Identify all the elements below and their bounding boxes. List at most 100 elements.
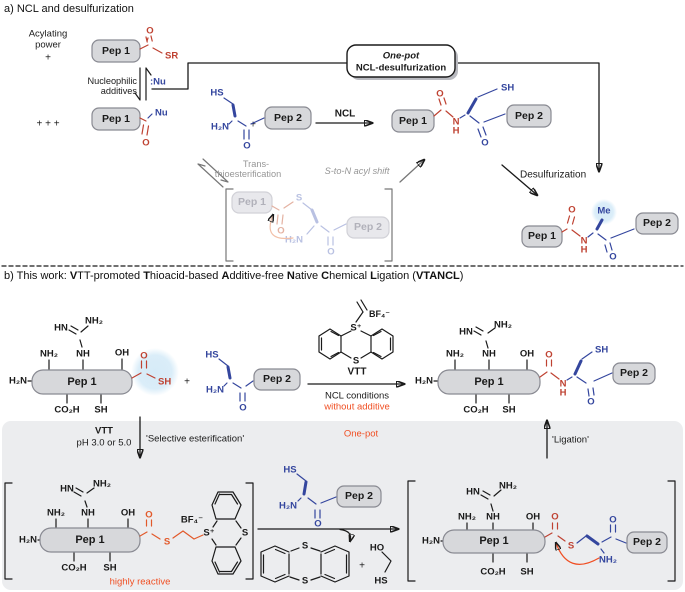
pep2-box (336, 485, 382, 508)
atom-nh2: NH₂ (499, 481, 517, 492)
atom-nh2: NH₂ (85, 316, 103, 327)
atom-o: O (436, 89, 443, 100)
vtt-label: VTT (348, 367, 367, 378)
atom-h2n: H₂N (285, 235, 303, 246)
faded-bonds (271, 201, 347, 246)
pep2-box (626, 531, 668, 554)
selective-esterification-label: 'Selective esterification' (146, 434, 244, 445)
atom-o: O (609, 515, 616, 526)
vtt-reagent-box: S⁺ S BF₄⁻ VTT (312, 294, 408, 379)
pep1-label: Pep 1 (102, 45, 130, 57)
nucleophilic-label-1: Nucleophilic (87, 76, 137, 86)
pep2-label: Pep 2 (620, 367, 648, 379)
plus-row: + + + (36, 119, 59, 130)
one-pot-line2: NCL-desulfurization (356, 63, 446, 74)
desulfurized-product-structure: Pep 1 O N H Me O Pep 2 (521, 199, 679, 263)
atom-h2n: H₂N (422, 536, 440, 547)
without-additive-label: without additive (323, 402, 389, 413)
atom-o: O (551, 512, 558, 523)
atom-o: O (277, 226, 284, 237)
atom-sh: SH (520, 567, 533, 578)
nucleophilic-label-2: additives (101, 86, 138, 96)
one-pot-box: One-pot NCL-desulfurization (346, 44, 458, 80)
atom-o: O (609, 252, 616, 263)
left-bracket (225, 188, 234, 262)
thioacid-bonds (131, 360, 156, 379)
pep2-label: Pep 2 (263, 373, 291, 385)
s-to-n-curved-arrow (556, 543, 600, 565)
thianthrene-byproduct-bonds (260, 545, 350, 583)
pep2-box (612, 362, 656, 385)
pep1-label: Pep 1 (479, 535, 508, 547)
atom-oh: OH (526, 512, 540, 523)
atom-h2n: H₂N (211, 122, 229, 133)
atom-o: O (327, 247, 334, 258)
atom-nh: NH (482, 349, 496, 360)
atom-hn: HN (60, 484, 74, 495)
pep2-box (506, 104, 552, 128)
atom-hn: HN (459, 327, 473, 338)
section-a-title: a) NCL and desulfurization (4, 3, 134, 15)
atom-s-plus: S⁺ (350, 323, 361, 334)
pep2-box (253, 368, 301, 391)
atom-nu-colon: :Nu (150, 77, 166, 88)
acylating-label-1: Acylating (29, 29, 68, 40)
cysteine-pep2-structure: HS H₂N O Pep 2 (210, 88, 312, 152)
pep1-nu-structure: Pep 1 Nu O (91, 107, 168, 149)
alanine-bonds (587, 218, 635, 253)
atom-o: O (239, 403, 246, 414)
ph-condition-label: pH 3.0 or 5.0 (77, 438, 132, 449)
pep1-thioacid-structure: HN NH₂ NH NH₂ OH H₂N CO₂H SH Pep 1 O SH (9, 316, 179, 416)
ncl-label: NCL (335, 109, 356, 120)
atom-o: O (142, 138, 149, 149)
atom-s: S (164, 537, 170, 548)
pep1-label: Pep 1 (474, 376, 503, 388)
pep1-box-faded (231, 191, 273, 214)
atom-nh2: NH₂ (458, 512, 476, 523)
pep2-label: Pep 2 (274, 112, 302, 124)
right-bracket (245, 482, 254, 580)
cysteine-pep2-structure-b: HS H₂N O Pep 2 (205, 350, 301, 414)
atom-co2h: CO₂H (463, 405, 488, 416)
atom-o: O (145, 510, 152, 521)
one-pot-route-arrow (151, 62, 599, 171)
me-highlight (591, 199, 617, 225)
equilibrium-arrows-diagonal (197, 158, 229, 188)
atom-nh: NH (81, 508, 95, 519)
pep1-box (521, 225, 563, 248)
byproduct-curved-arrow (339, 528, 351, 542)
atom-sh: SH (94, 405, 107, 416)
pep1-label: Pep 1 (102, 113, 130, 125)
thioacid-highlight (131, 348, 179, 396)
atom-nh2: NH₂ (494, 320, 512, 331)
pep1-box (91, 39, 141, 63)
pep2-label: Pep 2 (345, 490, 373, 502)
atom-o: O (568, 205, 575, 216)
mercaptoethanol-bonds (381, 551, 392, 573)
plus-sign: + (250, 120, 256, 131)
atom-s: S (302, 541, 308, 552)
thioester-bonds (139, 35, 163, 54)
pep1-box (91, 107, 141, 131)
atom-hs: HS (283, 465, 296, 476)
cysteine-bonds (223, 97, 265, 140)
pep1-bar (31, 369, 133, 395)
atom-n: N (453, 117, 460, 128)
pep2-label: Pep 2 (643, 217, 671, 229)
atom-h2n: H₂N (279, 501, 297, 512)
left-bracket (407, 480, 416, 582)
plus-sign: + (359, 561, 365, 572)
cysteine-bonds (576, 524, 627, 554)
trans-label-1: Trans- (243, 159, 269, 169)
trans-label-2: thioesterification (215, 169, 281, 179)
sidechain-bonds (27, 325, 123, 404)
equilibrium-arrows-vertical (134, 67, 152, 101)
atom-o: O (140, 351, 147, 362)
pep2-label: Pep 2 (354, 221, 382, 233)
atom-h2n: H₂N (415, 376, 433, 387)
thioester-bonds (544, 522, 566, 542)
acylating-power-box: Acylating power + + + + (29, 29, 68, 130)
left-bracket (4, 482, 13, 580)
atom-nh2: NH₂ (599, 555, 617, 566)
